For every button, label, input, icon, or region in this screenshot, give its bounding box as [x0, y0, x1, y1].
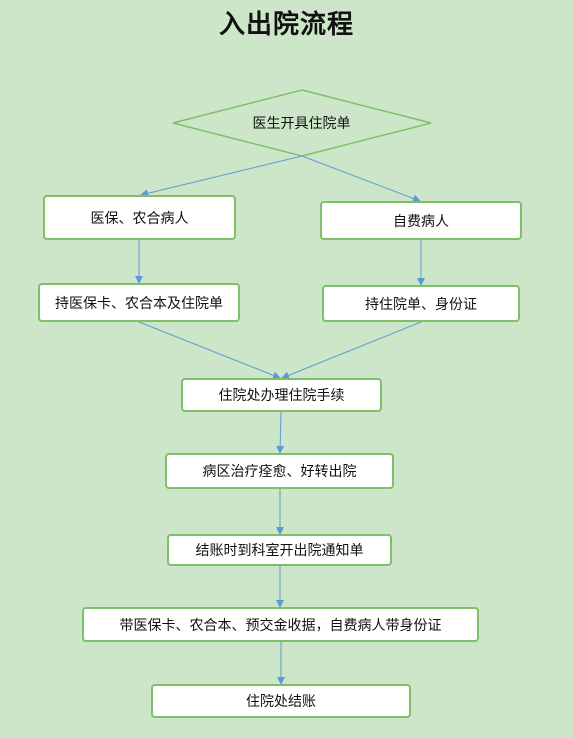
- arrow-insured-docs-to-admission: [138, 321, 281, 380]
- arrow-decision-to-selfpay: [301, 155, 421, 203]
- bring-documents-node: 带医保卡、农合本、预交金收据，自费病人带身份证: [82, 607, 479, 642]
- arrow-decision-to-insured: [140, 155, 303, 198]
- insured-documents-node: 持医保卡、农合本及住院单: [38, 283, 240, 322]
- selfpay-documents-node: 持住院单、身份证: [322, 285, 520, 322]
- decision-node-label: 医生开具住院单: [252, 116, 351, 132]
- checkout-node: 住院处结账: [151, 684, 411, 718]
- treatment-node: 病区治疗痊愈、好转出院: [165, 453, 394, 489]
- selfpay-patient-node: 自费病人: [320, 201, 522, 240]
- insured-patient-node: 医保、农合病人: [43, 195, 236, 240]
- arrow-selfpay-docs-to-admission: [281, 321, 422, 380]
- discharge-notice-node: 结账时到科室开出院通知单: [167, 534, 392, 566]
- arrow-admission-to-treatment: [276, 411, 285, 454]
- page-title: 入出院流程: [218, 10, 354, 40]
- admission-node: 住院处办理住院手续: [181, 378, 382, 412]
